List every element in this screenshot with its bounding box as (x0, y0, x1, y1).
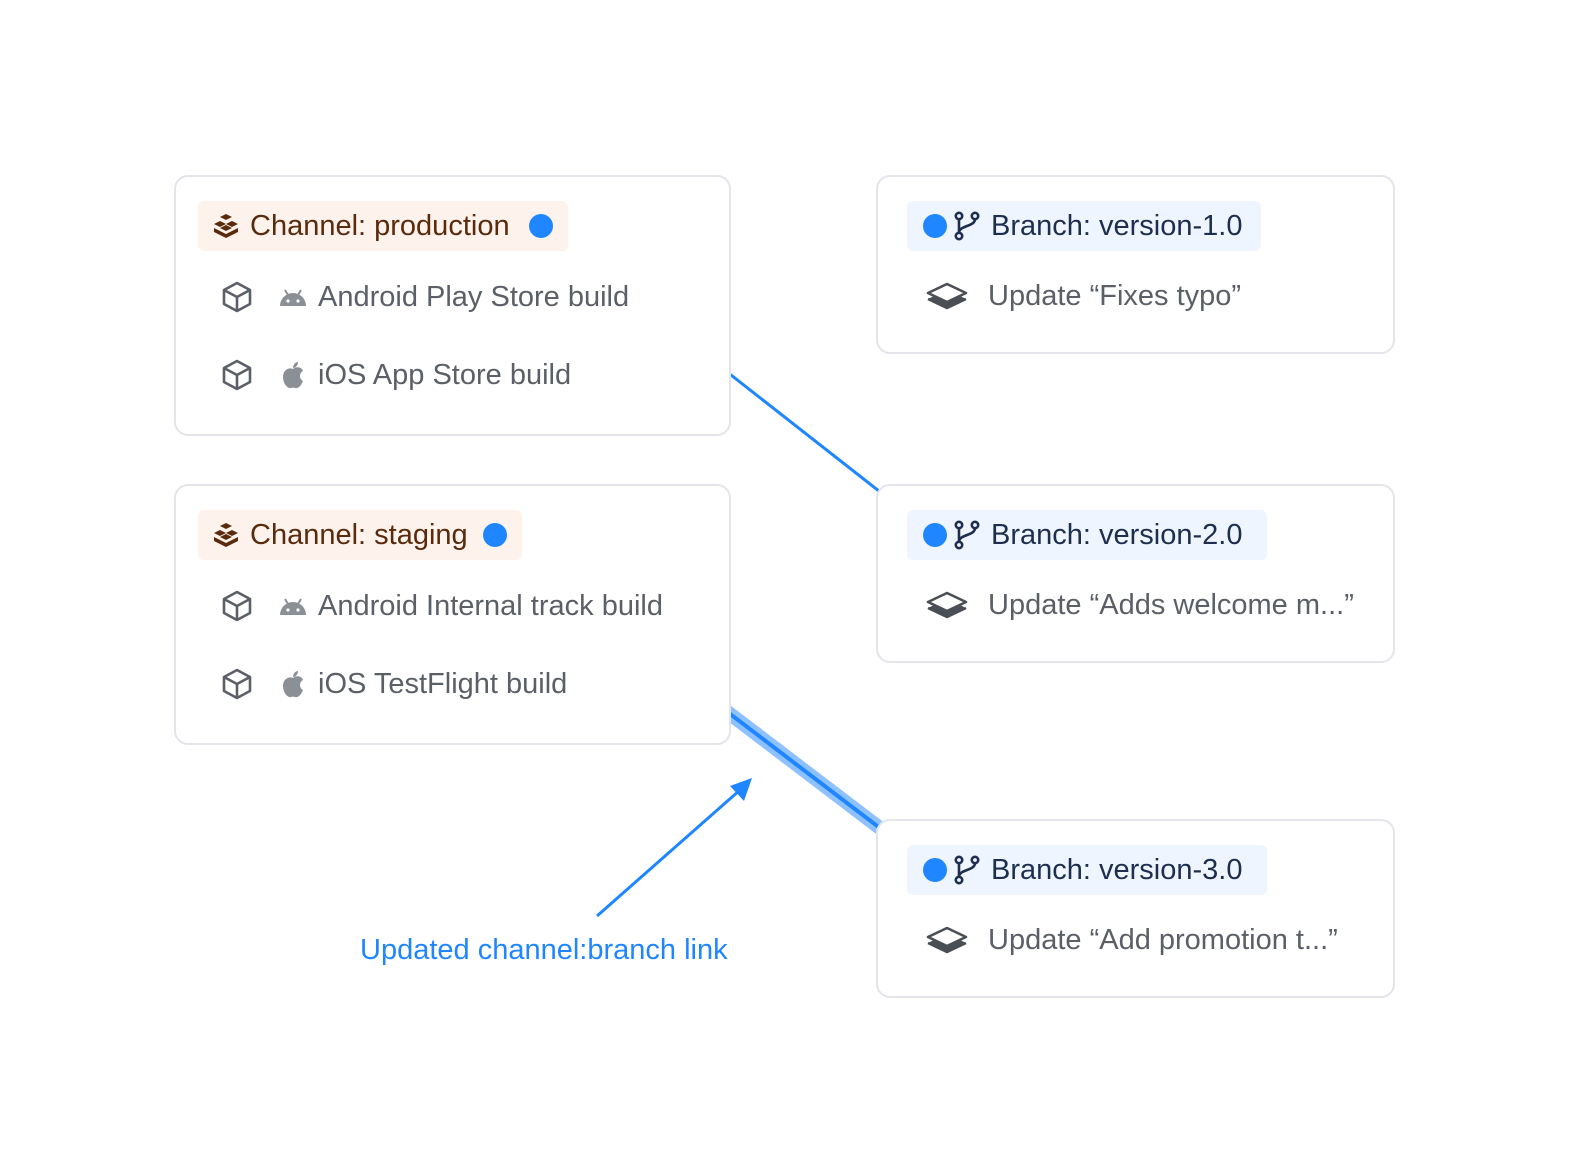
channel-staging-connector-dot[interactable] (483, 523, 507, 547)
branch-pill-version-1[interactable]: Branch: version-1.0 (907, 201, 1261, 251)
layers-icon (926, 591, 968, 621)
branch-version-2-connector-dot[interactable] (923, 523, 947, 547)
package-icon (220, 589, 254, 623)
build-row[interactable]: Android Internal track build (220, 589, 663, 623)
channel-label: Channel: staging (250, 518, 468, 551)
update-label: Update “Fixes typo” (988, 280, 1242, 312)
android-icon (278, 595, 308, 617)
branch-version-1-connector-dot[interactable] (923, 214, 947, 238)
channel-stack-icon (212, 522, 240, 548)
branch-version-3-connector-dot[interactable] (923, 858, 947, 882)
channel-stack-icon (212, 213, 240, 239)
update-row[interactable]: Update “Add promotion t...” (926, 924, 1338, 957)
package-icon (220, 358, 254, 392)
git-branch-icon (953, 520, 981, 550)
layers-icon (926, 926, 968, 956)
build-label: Android Play Store build (318, 280, 630, 313)
branch-pill-version-3[interactable]: Branch: version-3.0 (907, 845, 1267, 895)
updated-link-annotation: Updated channel:branch link (360, 934, 728, 966)
annotation-arrow-line (596, 788, 741, 918)
annotation-arrow-head (730, 778, 752, 801)
branch-label: Branch: version-1.0 (991, 209, 1243, 242)
branch-label: Branch: version-3.0 (991, 853, 1243, 886)
channel-pill-staging[interactable]: Channel: staging (198, 510, 522, 560)
package-icon (220, 280, 254, 314)
layers-icon (926, 282, 968, 312)
update-label: Update “Add promotion t...” (988, 924, 1338, 956)
build-label: iOS TestFlight build (318, 667, 568, 700)
git-branch-icon (953, 855, 981, 885)
update-row[interactable]: Update “Fixes typo” (926, 280, 1241, 313)
build-row[interactable]: iOS App Store build (220, 358, 571, 392)
build-label: Android Internal track build (318, 589, 663, 622)
channel-label: Channel: production (250, 209, 510, 242)
apple-icon (278, 360, 308, 390)
channel-production-connector-dot[interactable] (529, 214, 553, 238)
git-branch-icon (953, 211, 981, 241)
android-icon (278, 286, 308, 308)
build-row[interactable]: iOS TestFlight build (220, 667, 567, 701)
apple-icon (278, 669, 308, 699)
update-label: Update “Adds welcome m...” (988, 589, 1354, 621)
update-row[interactable]: Update “Adds welcome m...” (926, 589, 1354, 622)
channel-pill-production[interactable]: Channel: production (198, 201, 568, 251)
build-label: iOS App Store build (318, 358, 572, 391)
build-row[interactable]: Android Play Store build (220, 280, 629, 314)
branch-label: Branch: version-2.0 (991, 518, 1243, 551)
package-icon (220, 667, 254, 701)
branch-pill-version-2[interactable]: Branch: version-2.0 (907, 510, 1267, 560)
